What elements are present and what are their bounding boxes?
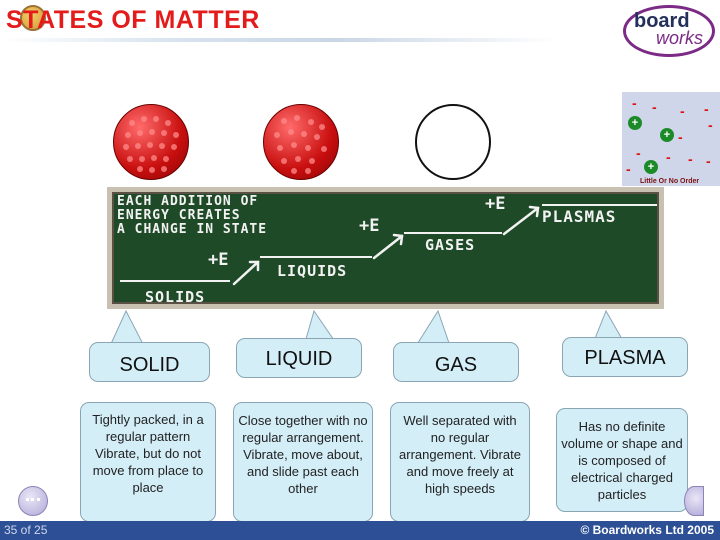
state-description-plasma: Has no definite volume or shape and is c… xyxy=(561,418,683,503)
logo-word-works: works xyxy=(656,28,703,49)
previous-arrow-icon xyxy=(26,498,40,502)
negative-charge-icon: - xyxy=(636,148,641,158)
negative-charge-icon: - xyxy=(704,104,709,114)
chalk-label-plasmas: PLASMAS xyxy=(542,207,616,226)
state-name-gas: GAS xyxy=(394,354,518,377)
negative-charge-icon: - xyxy=(626,164,631,174)
solid-label-box: SOLID xyxy=(89,342,210,382)
negative-charge-icon: - xyxy=(708,120,713,130)
title-underline xyxy=(0,38,560,42)
liquid-label-box: LIQUID xyxy=(236,338,362,378)
positive-charge-icon: + xyxy=(628,116,642,130)
plasma-diagram-caption: Little Or No Order xyxy=(640,178,699,185)
plasma-particles-diagram: + + + - - - - - - - - - - - xyxy=(622,92,720,186)
liquid-particles-diagram xyxy=(263,104,339,180)
state-name-liquid: LIQUID xyxy=(237,348,361,371)
gas-description-box: Well separated with no regular arrangeme… xyxy=(390,402,530,522)
gas-particles-diagram xyxy=(415,104,491,180)
negative-charge-icon: - xyxy=(706,156,711,166)
liquid-particles-icon xyxy=(264,105,340,181)
solid-particles-diagram xyxy=(113,104,189,180)
state-name-plasma: PLASMA xyxy=(563,347,687,370)
state-description-solid: Tightly packed, in a regular pattern Vib… xyxy=(85,411,211,496)
chalk-label-solids: SOLIDS xyxy=(145,288,205,306)
boardworks-logo: board works xyxy=(623,5,715,57)
page-title: STATES OF MATTER xyxy=(6,6,260,35)
chalk-label-gases: GASES xyxy=(425,236,475,254)
previous-slide-button[interactable] xyxy=(18,486,48,516)
negative-charge-icon: - xyxy=(652,102,657,112)
solid-particles-icon xyxy=(114,105,190,181)
energy-label: +E xyxy=(485,194,505,214)
state-description-liquid: Close together with no regular arrangeme… xyxy=(238,412,368,497)
negative-charge-icon: - xyxy=(680,106,685,116)
chalk-label-liquids: LIQUIDS xyxy=(277,262,347,280)
positive-charge-icon: + xyxy=(660,128,674,142)
state-name-solid: SOLID xyxy=(90,354,209,377)
solid-description-box: Tightly packed, in a regular pattern Vib… xyxy=(80,402,216,522)
gas-label-box: GAS xyxy=(393,342,519,382)
plasma-description-box: Has no definite volume or shape and is c… xyxy=(556,408,688,512)
negative-charge-icon: - xyxy=(666,152,671,162)
negative-charge-icon: - xyxy=(678,132,683,142)
negative-charge-icon: - xyxy=(688,154,693,164)
copyright-text: © Boardworks Ltd 2005 xyxy=(580,523,714,537)
positive-charge-icon: + xyxy=(644,160,658,174)
chalkboard-diagram: EACH ADDITION OF ENERGY CREATES A CHANGE… xyxy=(107,187,664,309)
liquid-description-box: Close together with no regular arrangeme… xyxy=(233,402,373,522)
plasma-label-box: PLASMA xyxy=(562,337,688,377)
negative-charge-icon: - xyxy=(632,98,637,108)
energy-label: +E xyxy=(208,250,228,270)
state-description-gas: Well separated with no regular arrangeme… xyxy=(395,412,525,497)
slide-counter: 35 of 25 xyxy=(4,523,47,537)
energy-label: +E xyxy=(359,216,379,236)
next-slide-button[interactable] xyxy=(684,486,704,516)
